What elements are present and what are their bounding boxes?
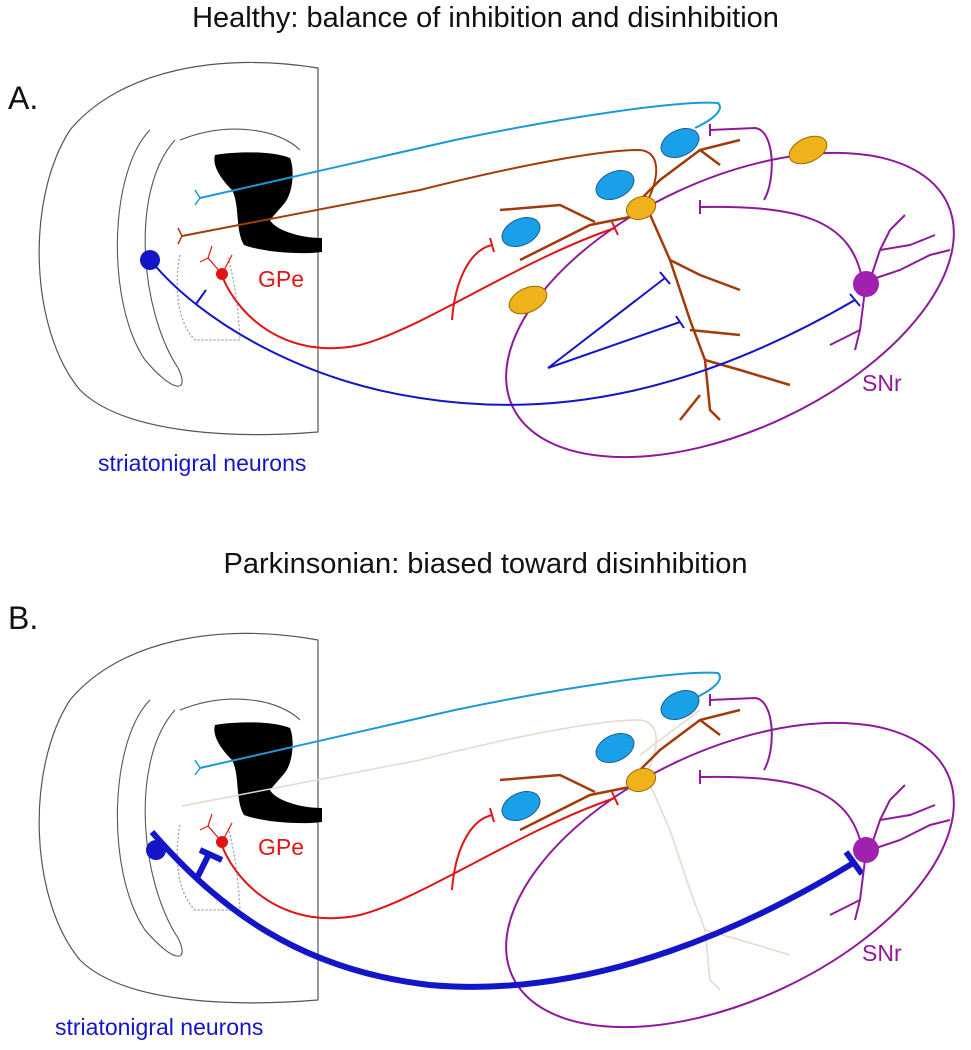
panel-b-diagram — [38, 632, 955, 1029]
ventricle-shape — [214, 152, 322, 254]
cell-ellipses — [501, 127, 828, 315]
gpe-projection — [221, 791, 619, 920]
cell-ellipses — [501, 689, 700, 822]
panel-b-title: Parkinsonian: biased toward disinhibitio… — [223, 548, 748, 580]
gpe-projection — [221, 221, 619, 350]
light-blue-axon — [199, 671, 721, 769]
panel-b-snr-label: SNr — [862, 940, 902, 966]
panel-a-diagram — [38, 61, 955, 459]
panel-a-label: A. — [8, 80, 39, 116]
panel-a-caption: striatonigral neurons — [98, 450, 307, 476]
panel-a-title: Healthy: balance of inhibition and disin… — [192, 2, 779, 34]
coronal-brain-section — [38, 632, 319, 1004]
panel-b-gpe-label: GPe — [258, 834, 305, 860]
striatonigral-projection — [149, 830, 865, 990]
brown-arbor — [499, 708, 741, 832]
snr-ellipse — [505, 721, 955, 1029]
panel-a-snr-label: SNr — [862, 370, 902, 396]
snr-neuron-projections — [699, 124, 951, 351]
panel-a-gpe-label: GPe — [258, 266, 305, 292]
panel-b-label: B. — [8, 600, 39, 636]
snr-neuron-icon — [853, 837, 879, 863]
ventricle-shape — [214, 722, 322, 824]
coronal-brain-section — [38, 61, 319, 436]
snr-ellipse — [505, 151, 955, 459]
snr-neuron-projections — [699, 694, 951, 921]
snr-neuron-icon — [853, 271, 879, 297]
brown-arbor — [499, 138, 791, 421]
light-blue-axon — [199, 101, 721, 199]
panel-b-caption: striatonigral neurons — [55, 1014, 264, 1040]
striatonigral-projection — [151, 261, 861, 406]
brown-axon — [181, 148, 658, 237]
striatonigral-neuron-icon — [140, 250, 160, 270]
striatonigral-neuron-icon — [146, 840, 166, 860]
